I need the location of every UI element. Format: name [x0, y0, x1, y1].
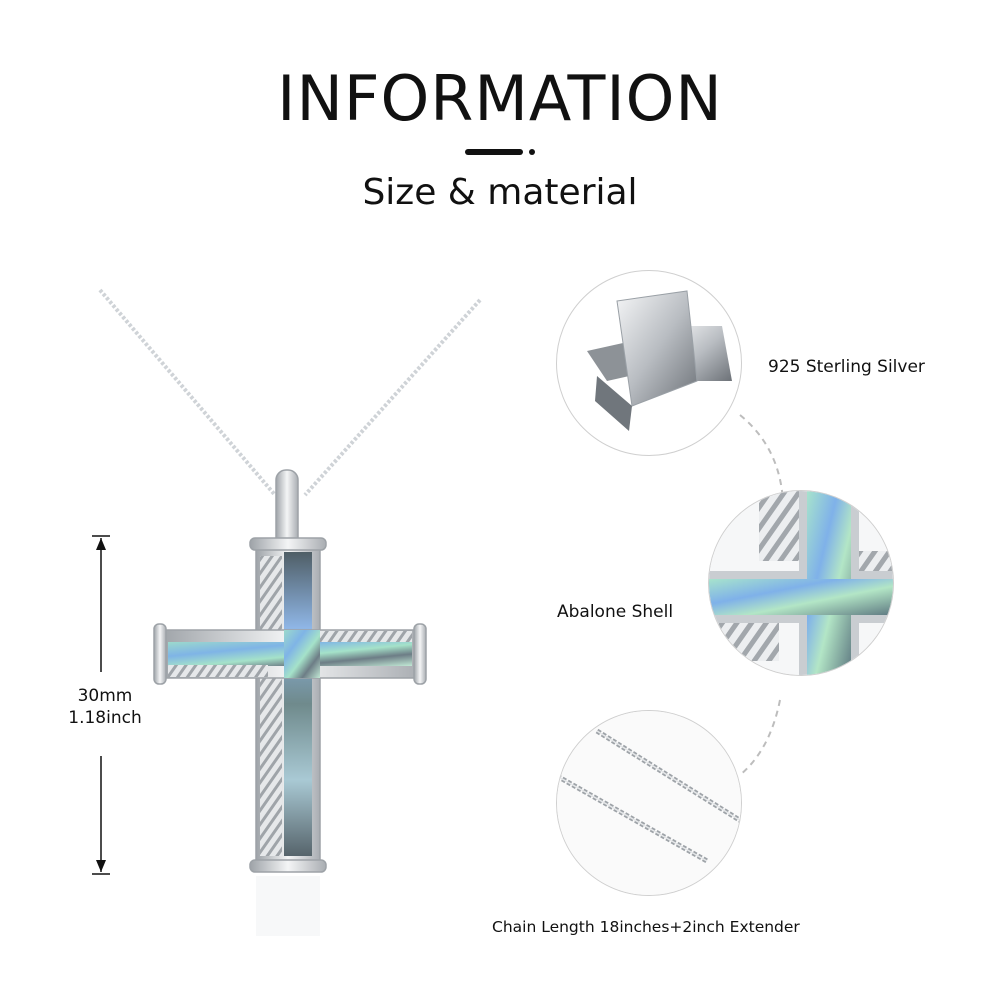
page-title: INFORMATION — [277, 62, 723, 135]
feature-label-silver: 925 Sterling Silver — [768, 357, 925, 377]
dimension-inch: 1.18inch — [68, 708, 142, 728]
abalone-cross-closeup-icon — [709, 491, 893, 675]
silver-bar-icon — [587, 290, 732, 431]
chain-material-circle — [556, 710, 742, 896]
abalone-material-circle — [708, 490, 894, 676]
feature-label-abalone: Abalone Shell — [557, 602, 674, 622]
silver-material-circle — [556, 270, 742, 456]
cross-pendant-image — [98, 288, 482, 936]
title-underline — [465, 149, 523, 155]
title-underline-dot — [529, 149, 535, 155]
feature-label-chain: Chain Length 18inches+2inch Extender — [492, 918, 800, 936]
box-chain-closeup-icon — [557, 711, 741, 895]
dimension-arrow — [92, 535, 110, 875]
dimension-mm: 30mm — [77, 686, 133, 706]
page-subtitle: Size & material — [362, 172, 638, 213]
